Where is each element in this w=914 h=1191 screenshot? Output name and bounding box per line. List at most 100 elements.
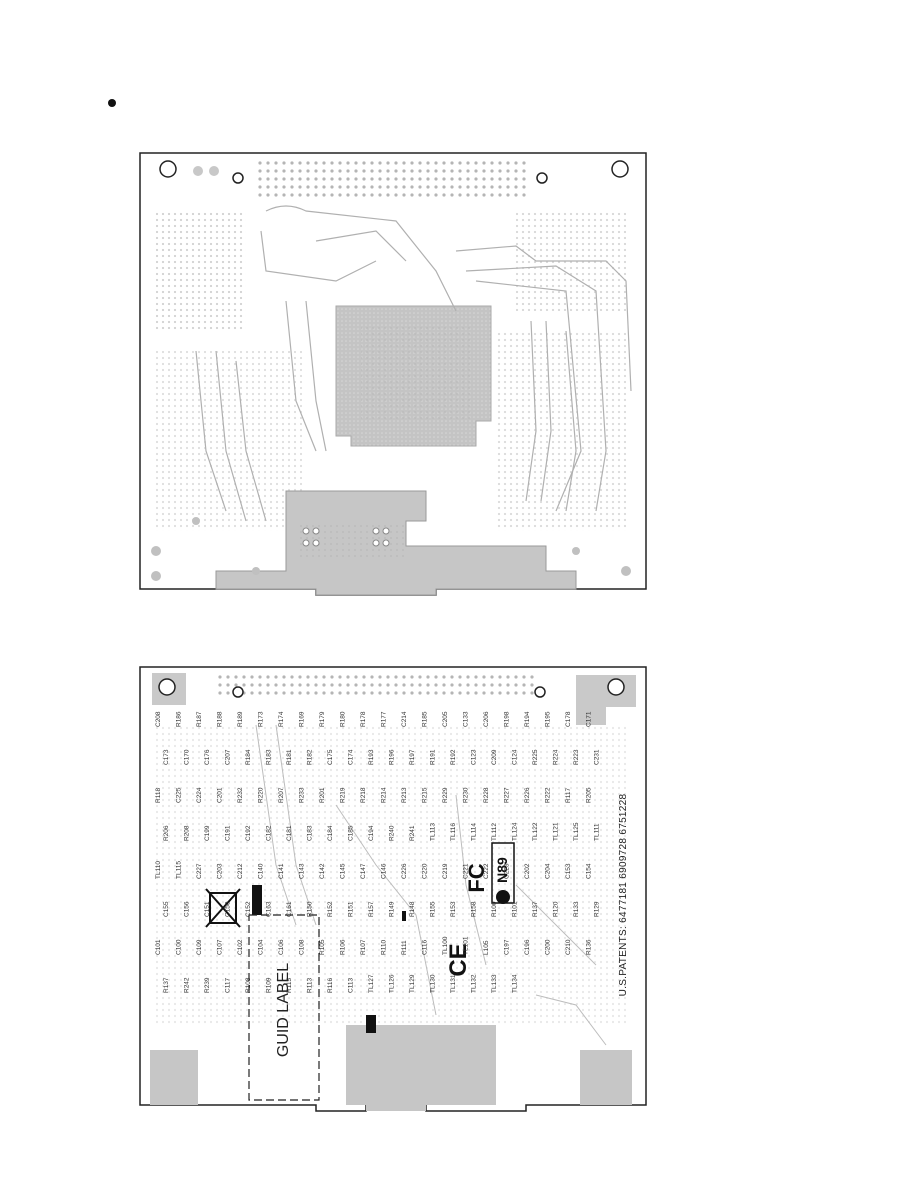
component-label: C207 [225,749,232,765]
component-label: R178 [360,711,367,727]
component-label: R113 [307,978,314,993]
component-label: TL100 [442,936,449,955]
component-label: C147 [360,863,367,879]
pcb-bottom-drawing: GUID LABEL CE FC N89 U.S.PATENTS: 647718… [139,666,647,1112]
component-label: C178 [565,711,572,727]
component-label: C154 [586,863,593,879]
component-label: R194 [524,711,531,727]
component-label: C171 [586,711,593,727]
component-label: C209 [491,749,498,765]
component-label: C161 [286,901,293,917]
component-label: R151 [348,901,355,917]
component-label: R106 [340,939,347,955]
component-label: TL131 [450,974,457,993]
component-label: C143 [299,863,306,879]
component-label: TL121 [553,822,560,841]
component-label: R101 [512,901,519,917]
component-label: C153 [565,863,572,879]
component-label: C221 [463,863,470,879]
component-label: R107 [360,939,367,955]
component-label: R150 [307,901,314,917]
component-label: R188 [217,711,224,727]
component-label: R240 [389,825,396,841]
component-label: R197 [409,749,416,765]
component-label: R115 [286,978,293,993]
component-label: R241 [409,825,416,841]
component-label: R120 [553,901,560,917]
component-label: C170 [184,749,191,765]
component-label: C107 [217,939,224,955]
component-label: C202 [524,863,531,879]
component-label: C156 [184,901,191,917]
component-label: R157 [368,901,375,917]
component-label: R158 [471,901,478,917]
component-label: R174 [278,711,285,727]
component-label: C181 [286,825,293,841]
component-label: C145 [340,863,347,879]
component-label: R193 [368,749,375,765]
component-label: R118 [155,788,162,803]
component-label: R111 [401,940,408,955]
component-label: R206 [163,825,170,841]
component-label: R214 [381,787,388,803]
component-label: TL129 [409,974,416,993]
component-label: C192 [245,825,252,841]
fcc-mark: FC [464,863,489,892]
guid-label-text: GUID LABEL [275,963,292,1057]
component-label: TL134 [512,974,519,993]
component-label: R173 [258,711,265,727]
component-label: C182 [266,825,273,841]
component-label: C196 [524,939,531,955]
component-label: C205 [442,711,449,727]
component-label: R205 [586,787,593,803]
component-label: R148 [409,901,416,917]
component-label: R182 [307,749,314,765]
component-label: R215 [422,787,429,803]
component-label: R191 [430,749,437,765]
component-label: C141 [278,863,285,879]
component-label: C140 [258,863,265,879]
ce-mark: CE [445,943,472,976]
component-label: C163 [266,901,273,917]
component-label: C194 [368,825,375,841]
component-label: R179 [319,711,326,727]
component-label: C210 [565,939,572,955]
component-label: R186 [176,711,183,727]
component-label: R152 [327,901,334,917]
component-label: R196 [389,749,396,765]
component-label: R218 [360,787,367,803]
component-label: C146 [381,863,388,879]
component-label: R185 [422,711,429,727]
component-label: TL112 [491,823,498,841]
component-label: C116 [422,940,429,955]
component-label: R116 [327,978,334,993]
component-label: R208 [184,825,191,841]
component-label: R136 [586,939,593,955]
component-label: R201 [319,787,326,803]
component-label: C173 [163,749,170,765]
component-label: R181 [286,749,293,765]
component-label: TL110 [155,861,162,879]
component-label: R133 [573,901,580,917]
component-label: C124 [512,749,519,765]
component-label: C113 [348,978,355,993]
component-label: R230 [463,787,470,803]
component-label: C220 [422,863,429,879]
component-label: C212 [237,863,244,879]
component-label: TL114 [471,823,478,841]
component-label: R232 [237,787,244,803]
component-label: R109 [266,977,273,993]
component-label: R213 [401,787,408,803]
component-label: C109 [196,939,203,955]
component-label: C175 [327,749,334,765]
component-label: C203 [217,863,224,879]
component-label: R117 [565,788,572,803]
component-label: C150 [225,901,232,917]
component-label: R155 [430,901,437,917]
component-label: R183 [266,749,273,765]
component-label: C117 [225,978,232,993]
component-label: C123 [471,749,478,765]
component-label: R195 [545,711,552,727]
component-label: C100 [176,939,183,955]
component-label: R184 [245,749,252,765]
